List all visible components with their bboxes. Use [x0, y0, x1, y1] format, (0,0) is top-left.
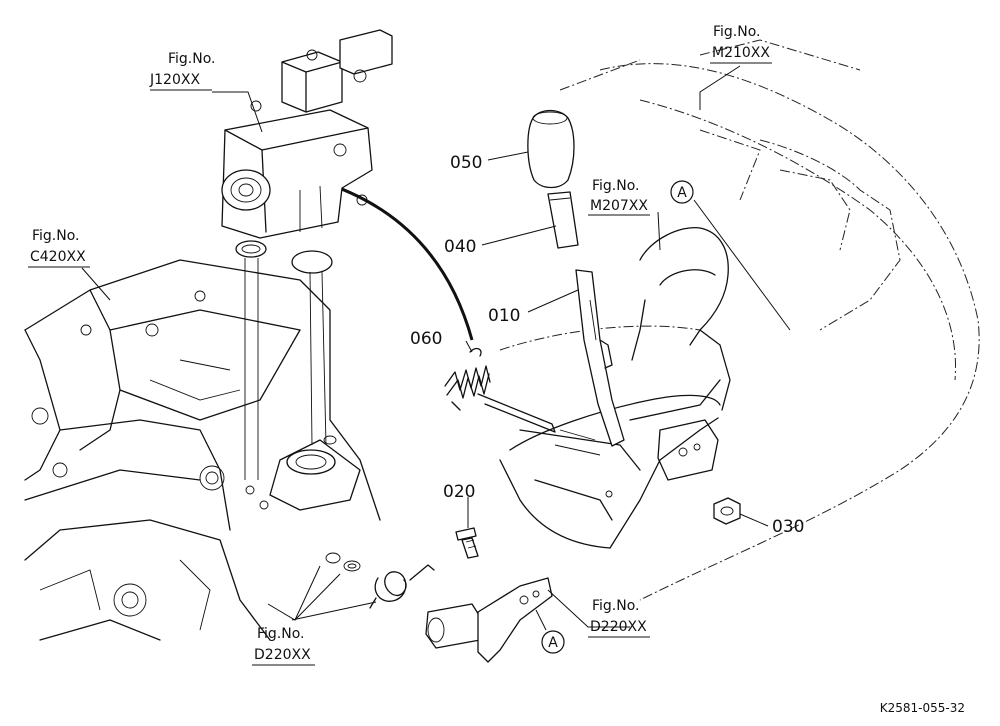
part-number-020: 020	[443, 482, 475, 502]
fig-ref-d220-left: Fig.No. D220XX	[252, 626, 315, 666]
fig-ref-j120-line2: J120XX	[149, 72, 200, 88]
knob-insert-040	[547, 191, 579, 249]
fig-ref-d220-right-line1: Fig.No.	[592, 598, 640, 614]
fig-ref-d220-left-line1: Fig.No.	[257, 626, 305, 642]
return-spring-060	[444, 347, 556, 433]
reference-mark-a-upper: A	[670, 180, 694, 204]
leader-lines	[81, 65, 791, 631]
lever-guide-housing	[499, 226, 731, 549]
fig-ref-d220-left-line2: D220XX	[254, 647, 311, 663]
fig-ref-c420-line1: Fig.No.	[32, 228, 80, 244]
part-number-050: 050	[450, 153, 482, 173]
valve-o-rings	[235, 240, 333, 480]
shift-lever-010	[575, 269, 625, 447]
fig-ref-j120: Fig.No. J120XX	[149, 51, 216, 91]
nut-030	[713, 497, 741, 525]
fig-ref-m207-line2: M207XX	[590, 198, 648, 214]
part-number-060: 060	[410, 329, 442, 349]
transmission-case	[24, 259, 381, 641]
fig-ref-c420-line2: C420XX	[30, 249, 86, 265]
fig-ref-d220-right-line2: D220XX	[590, 619, 647, 635]
fig-ref-m210: Fig.No. M210XX	[710, 24, 772, 64]
fig-ref-m210-line2: M210XX	[712, 45, 770, 61]
fig-ref-m207-line1: Fig.No.	[592, 178, 640, 194]
part-number-010: 010	[488, 306, 520, 326]
part-number-030: 030	[772, 517, 804, 537]
reference-mark-a-lower-text: A	[548, 635, 558, 651]
shift-shaft-assembly	[325, 552, 553, 663]
reference-mark-a-upper-text: A	[677, 185, 687, 201]
fender-phantom-outline	[499, 39, 980, 601]
hydraulic-valve-block	[221, 29, 393, 239]
bolt-020	[455, 527, 479, 559]
drawing-code: K2581-055-32	[880, 701, 965, 715]
fig-ref-m207: Fig.No. M207XX	[588, 178, 650, 216]
fig-ref-d220-right: Fig.No. D220XX	[588, 598, 650, 638]
fig-ref-m210-line1: Fig.No.	[713, 24, 761, 40]
reference-mark-a-lower: A	[541, 630, 565, 654]
lever-knob-050	[527, 109, 575, 189]
part-number-040: 040	[444, 237, 476, 257]
fig-ref-c420: Fig.No. C420XX	[28, 228, 90, 268]
fig-ref-j120-line1: Fig.No.	[168, 51, 216, 67]
